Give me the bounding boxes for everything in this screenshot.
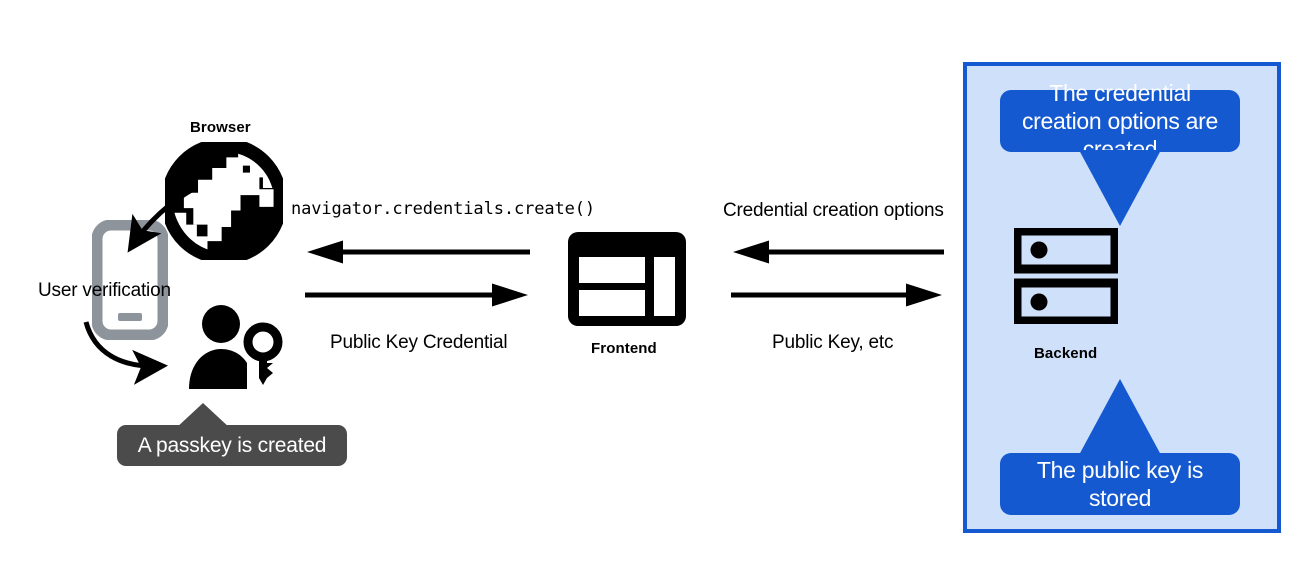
arrow-phone-to-user (72, 318, 202, 398)
browser-layout-icon (568, 232, 686, 326)
callout-passkey-created: A passkey is created (117, 425, 347, 466)
callout-options-created: The credential creation options are crea… (1000, 80, 1240, 162)
callout-key-stored-text: The public key is stored (1036, 456, 1204, 511)
server-rack-icon (1012, 226, 1120, 326)
label-public-key-etc: Public Key, etc (772, 332, 894, 353)
arrow-browser-to-phone (100, 180, 220, 290)
user-verification-label: User verification (38, 280, 171, 301)
label-public-key-credential: Public Key Credential (330, 332, 508, 353)
callout-passkey-created-text: A passkey is created (137, 433, 327, 457)
callout-key-stored: The public key is stored (1000, 453, 1240, 515)
label-navigator-credentials-create: navigator.credentials.create() (291, 199, 596, 219)
arrow-frontend-to-browser-top (305, 240, 530, 264)
backend-label: Backend (1034, 345, 1098, 362)
frontend-label: Frontend (591, 340, 657, 357)
arrow-browser-to-frontend-bottom (305, 283, 530, 307)
browser-label: Browser (190, 119, 251, 136)
callout-key-stored-pointer (1079, 379, 1161, 455)
arrow-backend-to-frontend-top (731, 240, 944, 264)
callout-options-created-pointer (1079, 150, 1161, 226)
callout-passkey-created-pointer (175, 403, 231, 429)
arrow-frontend-to-backend-bottom (731, 283, 944, 307)
globe-icon (160, 137, 288, 265)
label-credential-creation-options: Credential creation options (723, 200, 944, 221)
user-with-key-icon (189, 305, 287, 389)
